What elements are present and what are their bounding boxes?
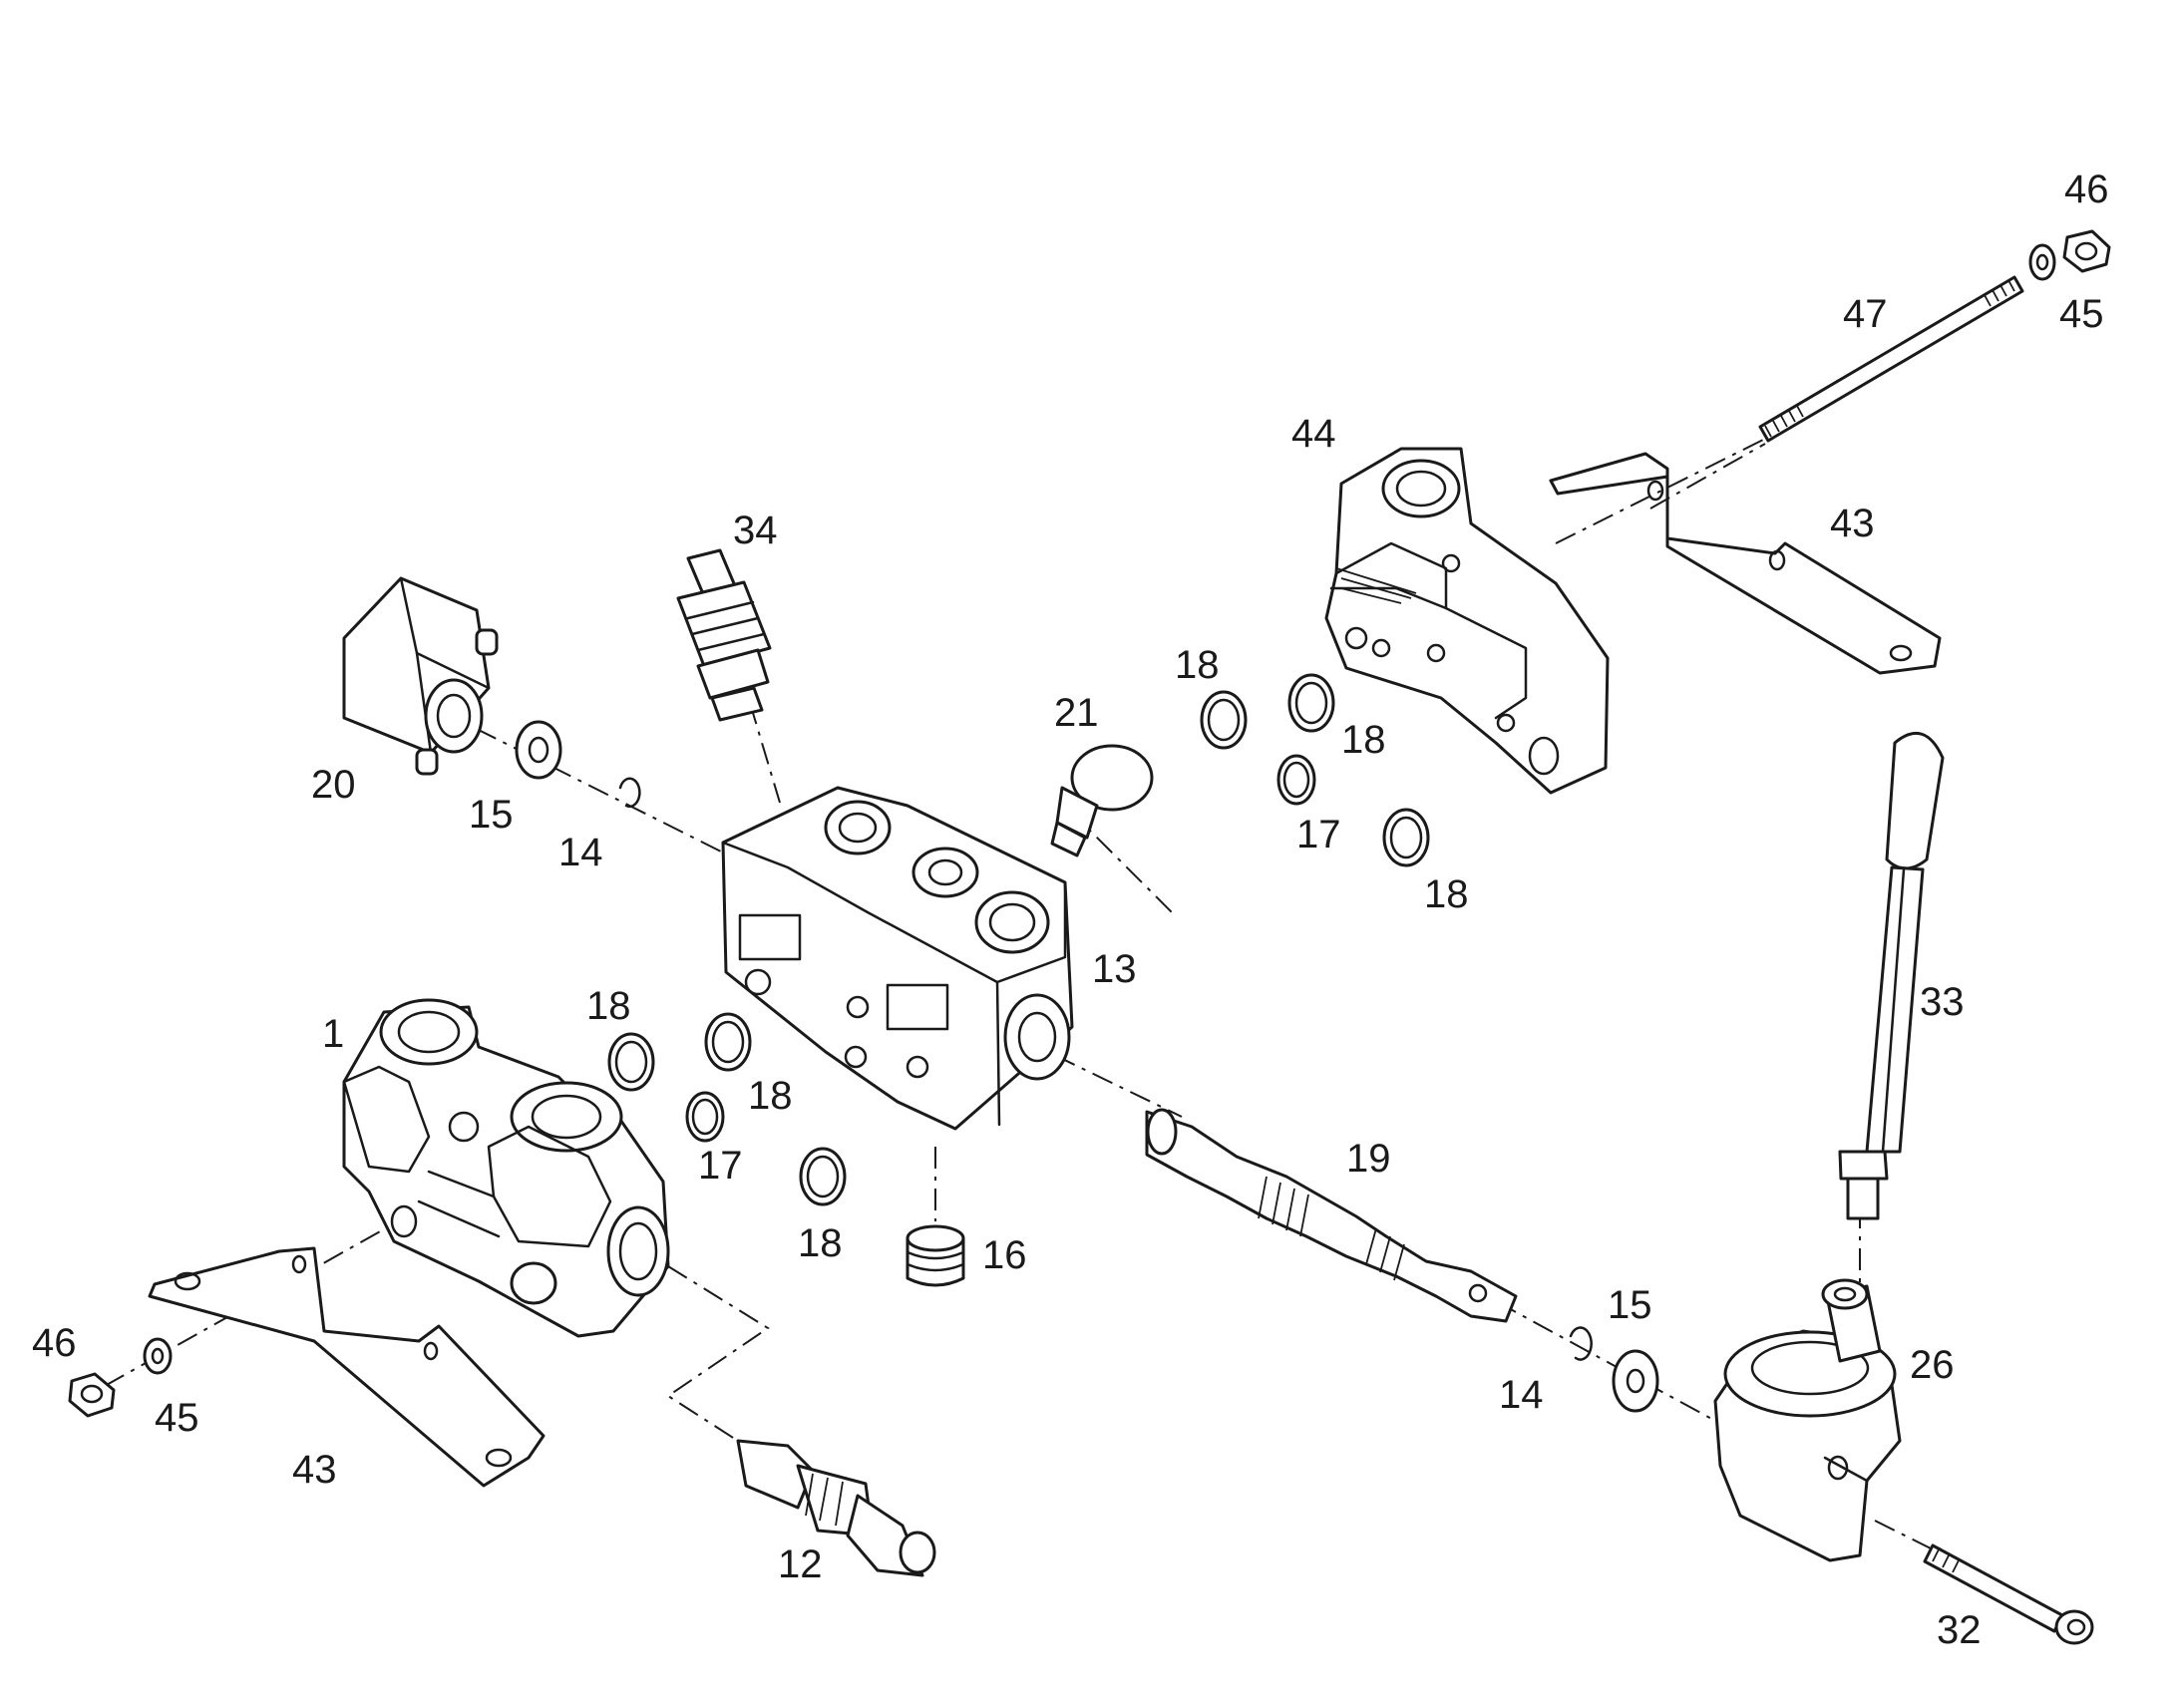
callout-32: 32	[1937, 1608, 1982, 1652]
part-18-oring-upper-b	[1287, 673, 1335, 733]
part-12-cartridge	[736, 1439, 936, 1577]
callout-17-upper: 17	[1296, 813, 1341, 856]
callout-14-right: 14	[1499, 1373, 1544, 1417]
part-1-inlet-body	[342, 998, 670, 1338]
part-16-plug	[906, 1224, 965, 1287]
part-15-washer-right	[1612, 1349, 1659, 1413]
callout-43-upper: 43	[1830, 502, 1875, 545]
part-33-lever	[1838, 732, 1945, 1220]
callout-46-upper: 46	[2064, 168, 2109, 211]
callout-14-left: 14	[558, 831, 603, 874]
callout-18-upper-c: 18	[1424, 872, 1469, 916]
part-44-end-plate	[1324, 447, 1610, 795]
part-17-oring-lower	[685, 1091, 725, 1143]
part-43-bracket-lower	[148, 1246, 545, 1488]
callout-13: 13	[1092, 947, 1137, 991]
part-34-relief-valve	[676, 548, 772, 722]
part-18-oring-lower-c	[799, 1147, 847, 1206]
callout-18-upper-a: 18	[1175, 643, 1220, 687]
callout-18-lower-b: 18	[748, 1074, 793, 1118]
callout-1: 1	[322, 1012, 344, 1056]
callout-45-lower: 45	[155, 1396, 199, 1440]
part-20-end-cap	[342, 576, 499, 776]
callout-18-lower-c: 18	[798, 1221, 843, 1265]
callout-26: 26	[1910, 1343, 1955, 1387]
callout-21: 21	[1054, 691, 1099, 735]
callout-45-upper: 45	[2059, 292, 2104, 336]
part-13-valve-section	[721, 786, 1074, 1131]
callout-47: 47	[1843, 292, 1888, 336]
callout-34: 34	[733, 509, 778, 552]
callout-44: 44	[1291, 412, 1336, 456]
part-26-lever-housing	[1713, 1278, 1902, 1562]
part-19-spool	[1145, 1108, 1518, 1323]
part-18-oring-lower-b	[704, 1012, 752, 1072]
part-45-washer-top	[2028, 243, 2056, 281]
part-47-tie-rod	[1758, 275, 2024, 443]
part-43-bracket-upper	[1549, 452, 1942, 675]
callout-18-lower-a: 18	[586, 984, 631, 1028]
callout-15-left: 15	[469, 793, 514, 837]
callout-20: 20	[311, 763, 356, 807]
part-18-oring-upper-a	[1200, 690, 1248, 750]
callout-12: 12	[778, 1542, 823, 1586]
callout-15-right: 15	[1608, 1283, 1652, 1327]
callout-18-upper-b: 18	[1341, 718, 1386, 762]
part-18-oring-lower-a	[607, 1032, 655, 1092]
part-18-oring-upper-c	[1382, 808, 1430, 867]
part-21-plug	[1050, 744, 1154, 857]
part-46-nut-top	[2062, 229, 2111, 273]
callout-16: 16	[982, 1233, 1027, 1277]
callout-46-lower: 46	[32, 1321, 77, 1365]
part-17-oring-upper	[1276, 754, 1316, 806]
callout-19: 19	[1346, 1137, 1391, 1181]
part-45-washer-lower	[143, 1337, 173, 1375]
callout-33: 33	[1920, 980, 1965, 1024]
part-32-screw	[1923, 1543, 2094, 1645]
part-15-washer-left	[515, 720, 562, 780]
callout-17-lower: 17	[698, 1144, 743, 1188]
callout-43-lower: 43	[292, 1448, 337, 1492]
part-46-nut-lower	[68, 1372, 116, 1418]
callout-labels: 1 12 13 14 14 15 15 16 17 17 18 18 18 18…	[32, 168, 2109, 1652]
part-14-snap-ring-left	[618, 777, 641, 809]
part-14-snap-ring-right	[1569, 1326, 1593, 1361]
